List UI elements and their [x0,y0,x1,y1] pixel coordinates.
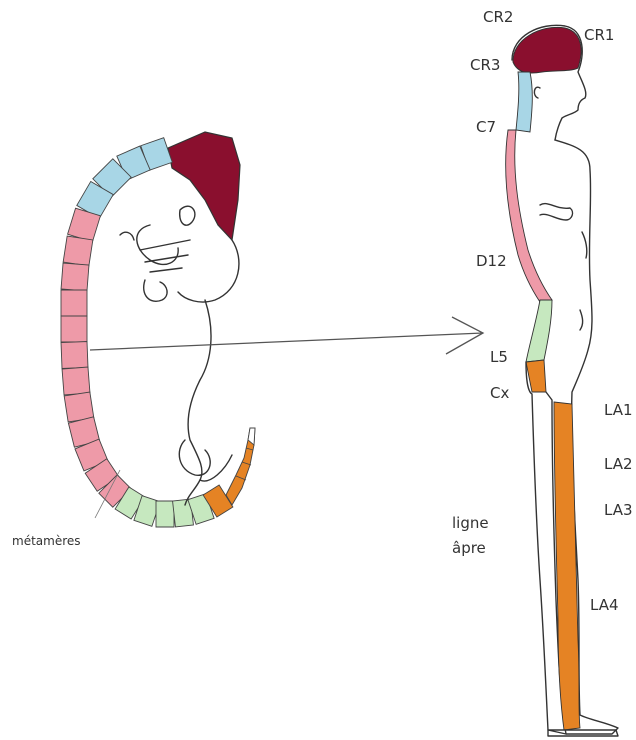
human-lumbar-band [526,300,552,362]
label-cr3: CR3 [470,56,500,74]
embryo-metamere-segment [63,236,93,266]
label-cx: Cx [490,384,509,402]
embryo-tail [226,428,255,505]
label-d12: D12 [476,252,507,270]
embryo-metamere-segment [61,263,89,291]
label-ligne: ligne [452,514,489,532]
embryo-figure [61,132,255,527]
label-apre: âpre [452,539,486,557]
label-la4: LA4 [590,596,619,614]
human-coccyx-band [526,360,546,392]
label-la3: LA3 [604,501,633,519]
human-cervical-band [516,72,532,132]
label-c7: C7 [476,118,496,136]
embryo-metamere-segment [61,342,88,369]
embryo-metamere-segment [61,316,87,342]
human-limb-stripe [554,402,580,730]
label-metameres: métamères [12,534,81,548]
label-la1: LA1 [604,401,633,419]
label-l5: L5 [490,348,508,366]
embryo-metamere-segment [156,501,174,527]
embryo-head-cranial [168,132,240,240]
human-dorsal-band [506,130,552,302]
label-la2: LA2 [604,455,633,473]
embryo-body-outline [120,206,239,505]
embryo-metamere-segment [61,290,87,316]
human-cranial-cap [513,27,581,73]
label-cr2: CR2 [483,8,513,26]
embryo-metamere-segment [62,367,90,395]
label-cr1: CR1 [584,26,614,44]
correspondence-arrow [90,317,483,354]
human-figure [506,25,618,736]
